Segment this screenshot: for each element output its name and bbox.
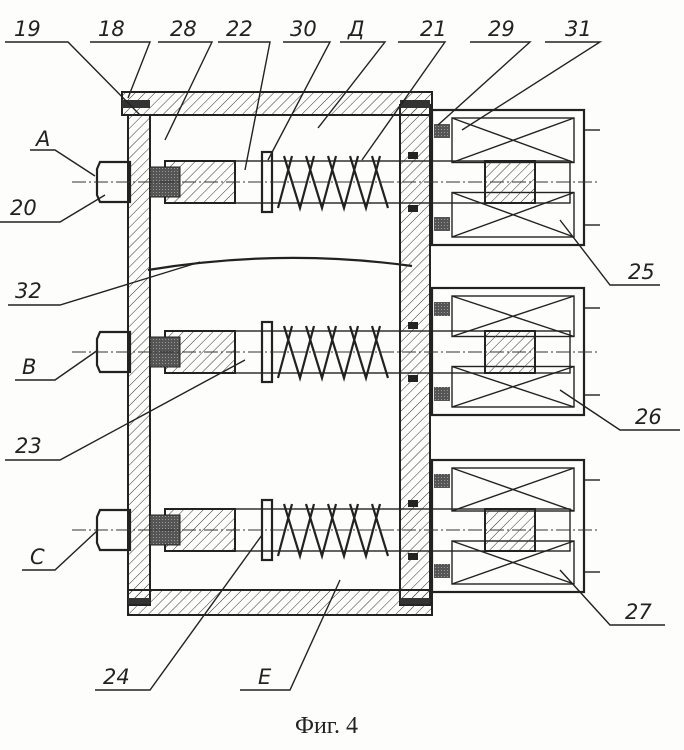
label-B: B [22, 355, 36, 379]
bottom-wall [128, 590, 432, 615]
label-19: 19 [14, 17, 41, 41]
seal [434, 302, 450, 316]
label-27: 27 [625, 600, 652, 624]
unit-2 [72, 288, 600, 415]
label-26: 26 [635, 405, 662, 429]
seal [434, 124, 450, 138]
label-A: A [34, 127, 50, 151]
label-22: 22 [226, 17, 253, 41]
label-29: 29 [488, 17, 515, 41]
unit-1 [72, 110, 600, 245]
label-20: 20 [10, 196, 37, 220]
figure-caption: Фиг. 4 [295, 713, 358, 739]
top-wall [122, 92, 432, 115]
label-25: 25 [628, 260, 655, 284]
membrane-32 [148, 258, 412, 270]
seal [434, 474, 450, 488]
label-C: C [30, 545, 45, 569]
label-30: 30 [290, 17, 317, 41]
label-28: 28 [170, 17, 197, 41]
label-23: 23 [15, 434, 42, 458]
left-wall-19 [128, 115, 150, 605]
label-24: 24 [103, 665, 130, 689]
label-D: Д [347, 17, 364, 41]
label-21: 21 [420, 17, 447, 41]
unit-3 [72, 460, 600, 592]
label-E: E [258, 665, 272, 689]
label-31: 31 [565, 17, 592, 41]
label-18: 18 [98, 17, 125, 41]
label-32: 32 [15, 279, 42, 303]
